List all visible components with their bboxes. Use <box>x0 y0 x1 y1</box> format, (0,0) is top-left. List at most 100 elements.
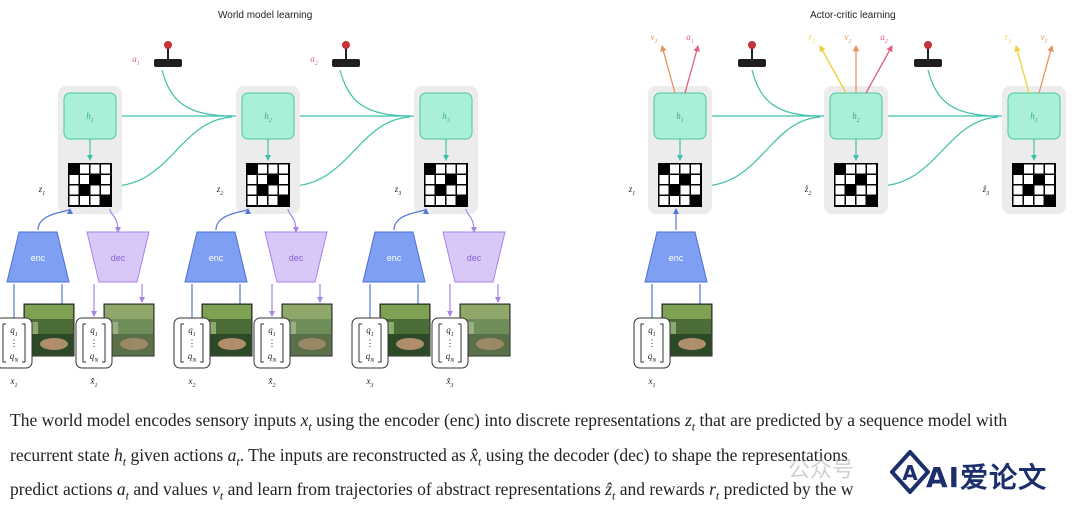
grid-cell <box>846 185 855 195</box>
vector-bottom-label-text: qN <box>446 351 456 364</box>
grid-cell <box>80 175 89 184</box>
grid-cell <box>247 196 257 205</box>
grid-cell <box>80 185 89 195</box>
grid-cell <box>691 164 700 174</box>
frame-hand <box>40 338 68 350</box>
grid-cell <box>90 164 100 174</box>
bracket-left <box>438 323 442 363</box>
grid-cell <box>670 175 679 184</box>
vector-box <box>0 317 33 369</box>
left-decoder-1-label: dec <box>111 253 126 263</box>
left-state-3-label-text: h3 <box>442 111 450 124</box>
grid-cell <box>1045 185 1054 195</box>
left-latent-label-1: z1 <box>38 184 46 197</box>
right-output-label-v3-3: v3 <box>1041 32 1048 45</box>
grid-cell <box>856 164 866 174</box>
grid-cell <box>90 196 100 205</box>
left-input-label-3-text: x3 <box>366 376 374 389</box>
vector-bottom-label: qN <box>648 351 658 364</box>
right-state-2-label-text: h2 <box>852 111 860 124</box>
grid-cell <box>436 175 445 184</box>
bracket-right <box>660 323 664 363</box>
left-decoder-3-label: dec <box>467 253 482 263</box>
vector-box <box>633 317 671 369</box>
right-latent-label-2-text: ẑ2 <box>804 184 812 197</box>
vector-bottom-label-text: qN <box>268 351 278 364</box>
left-decoder-2-label: dec <box>289 253 304 263</box>
vector-bottom-label: qN <box>268 351 278 364</box>
grid-cell <box>101 196 110 205</box>
right-output-label-v1-1-text: v1 <box>651 32 658 45</box>
latent-to-next-arrow <box>701 116 821 187</box>
left-input-vector-1: q1⋮qN <box>0 317 33 369</box>
right-output-arrow-v3 <box>1038 44 1054 94</box>
left-encoder-3-shape <box>362 231 426 283</box>
grid-cell <box>659 164 669 174</box>
grid-cell <box>247 175 257 184</box>
vector-bottom-label: qN <box>366 351 376 364</box>
left-panel-title: World model learning <box>218 10 313 21</box>
grid-cell <box>856 185 866 195</box>
left-output-vector-1: q1⋮qN <box>75 317 113 369</box>
left-decoder-3-shape <box>442 231 506 283</box>
left-decoder-1: dec <box>86 231 150 283</box>
grid-cell <box>1045 196 1054 205</box>
frame-hand <box>396 338 424 350</box>
left-state-2-label: h2 <box>264 111 272 124</box>
vector-dots: ⋮ <box>648 338 657 348</box>
right-output-arrow-r2 <box>819 45 847 94</box>
grid-cell <box>279 175 288 184</box>
left-latent-label-3-text: z3 <box>394 184 402 197</box>
right-output-label-v1-1: v1 <box>651 32 658 45</box>
left-joystick-2 <box>332 41 360 67</box>
left-output-vector-2: q1⋮qN <box>253 317 291 369</box>
grid-cell <box>1024 185 1033 195</box>
right-output-label-v2-2-text: v2 <box>845 32 852 45</box>
right-latent-label-3: ẑ3 <box>982 184 990 197</box>
frame-detail <box>290 322 296 334</box>
grid-cell <box>80 196 89 205</box>
frame-sky <box>283 305 331 319</box>
right-state-3-label: h3 <box>1030 111 1038 124</box>
vector-box <box>253 317 291 369</box>
latent-to-decoder-arrow <box>287 208 299 233</box>
left-encoder-2-shape <box>184 231 248 283</box>
left-output-label-3: x̂3 <box>446 376 454 389</box>
grid-cell <box>90 185 100 195</box>
left-encoder-1-label: enc <box>31 253 46 263</box>
grid-cell <box>279 185 288 195</box>
left-decoder-2: dec <box>264 231 328 283</box>
joystick-base <box>914 59 942 67</box>
right-input-frame-1 <box>661 303 713 357</box>
grid-cell <box>279 196 288 205</box>
grid-cell <box>436 196 445 205</box>
svg-text:A: A <box>902 461 918 485</box>
vector-top-label: q1 <box>268 325 276 338</box>
vector-top-label-text: q1 <box>648 325 656 338</box>
grid-cell <box>670 164 679 174</box>
joystick-base <box>738 59 766 67</box>
left-decoder-1-shape <box>86 231 150 283</box>
right-latent-label-2: ẑ2 <box>804 184 812 197</box>
frame-hand <box>120 338 148 350</box>
grid-cell <box>446 185 456 195</box>
bracket-left <box>2 323 6 363</box>
vector-box <box>75 317 113 369</box>
left-decoder-2-shape <box>264 231 328 283</box>
bracket-left <box>260 323 264 363</box>
joystick-knob <box>342 41 350 49</box>
bracket-right <box>378 323 382 363</box>
grid-cell <box>680 164 690 174</box>
right-input-vector-1: q1⋮ qN <box>633 317 671 369</box>
grid-cell <box>247 164 257 174</box>
left-output-label-2: x̂2 <box>268 376 276 389</box>
vector-box <box>431 317 469 369</box>
bracket-left <box>640 323 644 363</box>
watermark-faint-text: 公众号 <box>788 458 855 483</box>
latent-to-decoder-arrow <box>465 208 477 233</box>
right-latent-grid-3 <box>1012 163 1056 207</box>
right-output-label-a2-2-text: a2 <box>880 32 888 45</box>
vector-top-label-text: q1 <box>366 325 374 338</box>
grid-cell <box>258 175 267 184</box>
vector-box <box>173 317 211 369</box>
